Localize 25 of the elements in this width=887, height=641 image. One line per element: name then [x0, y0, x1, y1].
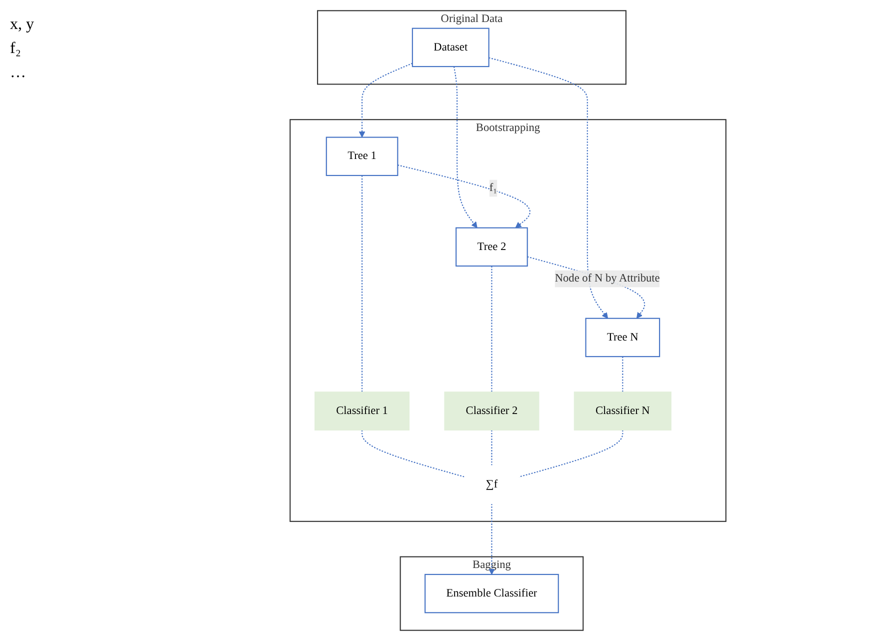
- note-label: f₂: [10, 40, 22, 58]
- connector: [519, 430, 624, 478]
- node-box: Tree 2: [456, 227, 528, 267]
- node-box: Tree N: [586, 318, 661, 358]
- node-box: Ensemble Classifier: [425, 574, 560, 614]
- arrow: [489, 57, 609, 319]
- node-text: ∑f: [486, 478, 498, 490]
- arrow: [454, 66, 478, 228]
- node-box: Classifier 2: [444, 392, 540, 430]
- connector: [492, 430, 493, 466]
- note-label: x, y: [10, 16, 35, 34]
- arrow: [359, 62, 414, 138]
- edge-label: Node of N by Attribute: [555, 272, 660, 284]
- connector: [362, 430, 466, 478]
- edge-label: f₁: [490, 182, 498, 194]
- node-box: Classifier 1: [315, 392, 410, 430]
- node-box: Dataset: [412, 28, 490, 68]
- node-box: Tree 1: [326, 136, 399, 176]
- arrow: [398, 164, 531, 228]
- connector: [492, 266, 493, 392]
- arrow: [489, 504, 496, 575]
- connector: [362, 175, 364, 392]
- note-label: …: [10, 64, 27, 82]
- connector: [622, 356, 624, 392]
- node-box: Classifier N: [574, 392, 672, 430]
